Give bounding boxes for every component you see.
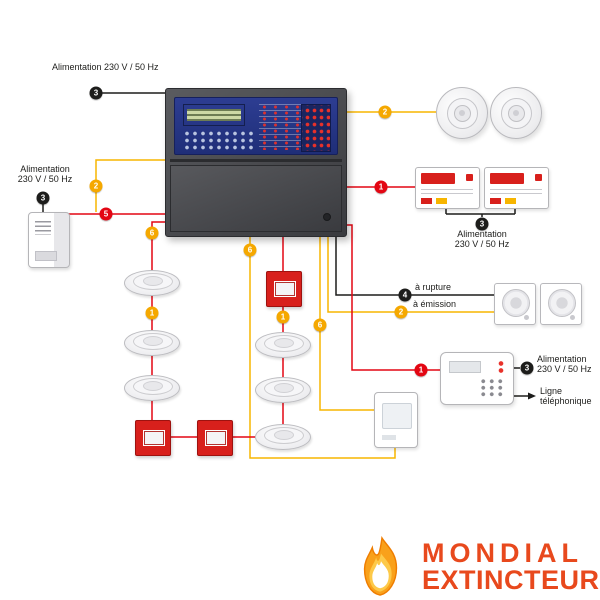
sounder-center	[459, 110, 465, 116]
repeater-display	[490, 173, 524, 184]
repeater-led	[535, 174, 542, 181]
wire-marker-3: 3	[520, 361, 534, 375]
label-power-top: Alimentation 230 V / 50 Hz	[52, 62, 159, 72]
detector-cap	[274, 338, 294, 348]
manual-call-point	[197, 420, 233, 456]
interface-module	[374, 392, 418, 448]
smoke-detector	[255, 332, 311, 358]
wire-speakers-emission	[327, 235, 494, 313]
wire-marker-5: 5	[99, 207, 113, 221]
voice-alarm-speaker	[540, 283, 582, 325]
door-lock-icon	[323, 213, 331, 221]
logo-text-line1: MONDIAL	[422, 538, 583, 568]
panel-button-grid	[183, 130, 253, 150]
wire-marker-6: 6	[243, 243, 257, 257]
panel-led-block	[301, 104, 331, 152]
speaker-cone	[502, 289, 530, 317]
wire-transmitter	[345, 224, 440, 371]
speaker-knob	[570, 315, 575, 320]
wire-marker-2: 2	[89, 179, 103, 193]
power-supply-unit	[28, 212, 70, 268]
wire-marker-1: 1	[414, 363, 428, 377]
wire-marker-3: 3	[36, 191, 50, 205]
smoke-detector	[124, 375, 180, 401]
sounder-center	[513, 110, 519, 116]
speaker-knob	[524, 315, 529, 320]
logo-text: MONDIAL EXTINCTEUR	[422, 540, 600, 594]
wire-module-2	[319, 235, 374, 411]
alarm-sounder	[490, 87, 542, 139]
alarm-sounder	[436, 87, 488, 139]
wire-module-1	[249, 235, 396, 459]
panel-lcd-display	[183, 104, 245, 126]
detector-cap	[143, 276, 163, 286]
transmitter-keypad	[479, 378, 505, 398]
call-point-glass	[205, 430, 227, 446]
smoke-detector	[124, 330, 180, 356]
speaker-cone	[548, 289, 576, 317]
repeater-display	[421, 173, 455, 184]
detector-cap	[274, 430, 294, 440]
detector-cap	[274, 383, 294, 393]
repeater-buttons	[490, 198, 518, 204]
label-power-transmitter-1: Alimentation	[537, 354, 587, 364]
repeater-panel	[484, 167, 549, 209]
panel-hinge-line	[170, 159, 342, 162]
call-point-glass	[143, 430, 165, 446]
label-power-left-2: 230 V / 50 Hz	[17, 174, 73, 184]
label-phone-line-2: téléphonique	[540, 396, 592, 406]
flame-icon	[363, 536, 398, 596]
wire-marker-3: 3	[89, 86, 103, 100]
telephone-transmitter	[440, 352, 514, 405]
transmitter-leds	[498, 360, 504, 374]
smoke-detector	[255, 377, 311, 403]
control-panel-face	[174, 97, 338, 155]
smoke-detector	[255, 424, 311, 450]
wire-marker-6: 6	[313, 318, 327, 332]
label-power-left-1: Alimentation	[20, 164, 70, 174]
wire-marker-1: 1	[276, 310, 290, 324]
psu-label-plate	[35, 251, 57, 261]
wire-marker-1: 1	[145, 306, 159, 320]
detector-cap	[143, 381, 163, 391]
panel-lower-door	[170, 165, 342, 232]
label-phone-line-1: Ligne	[540, 386, 563, 396]
manual-call-point	[135, 420, 171, 456]
psu-vents	[35, 221, 51, 235]
logo-text-line2: EXTINCTEUR	[422, 565, 600, 595]
sounder-ring	[447, 98, 478, 129]
manual-call-point	[266, 271, 302, 307]
wire-marker-2: 2	[394, 305, 408, 319]
fire-alarm-control-panel	[165, 88, 347, 237]
wire-marker-3: 3	[475, 217, 489, 231]
wire-marker-6: 6	[145, 226, 159, 240]
module-label	[382, 435, 396, 440]
smoke-detector	[124, 270, 180, 296]
label-power-transmitter-2: 230 V / 50 Hz	[537, 364, 592, 374]
label-power-repeaters-1: Alimentation	[457, 229, 507, 239]
label-line-rupture: à rupture	[415, 282, 452, 292]
repeater-buttons	[421, 198, 449, 204]
repeater-text-lines	[421, 189, 473, 197]
repeater-text-lines	[490, 189, 542, 197]
wire-marker-1: 1	[374, 180, 388, 194]
wire-speakers-rupture	[335, 235, 494, 296]
label-line-emission: à émission	[413, 299, 457, 309]
wire-loop-left-feed	[151, 221, 165, 270]
voice-alarm-speaker	[494, 283, 536, 325]
wire-repeaters-mains	[445, 207, 516, 217]
label-power-repeaters-2: 230 V / 50 Hz	[454, 239, 510, 249]
call-point-glass	[274, 281, 296, 297]
repeater-led	[466, 174, 473, 181]
detector-cap	[143, 336, 163, 346]
module-inset	[382, 403, 412, 429]
panel-indicator-labels	[259, 104, 309, 150]
transmitter-display	[449, 361, 481, 373]
wire-marker-2: 2	[378, 105, 392, 119]
repeater-panel	[415, 167, 480, 209]
arrow-right-icon	[528, 392, 536, 400]
wire-marker-4: 4	[398, 288, 412, 302]
brand-logo: MONDIAL EXTINCTEUR	[352, 536, 600, 598]
wire-panel-psu-yellow	[95, 159, 165, 212]
